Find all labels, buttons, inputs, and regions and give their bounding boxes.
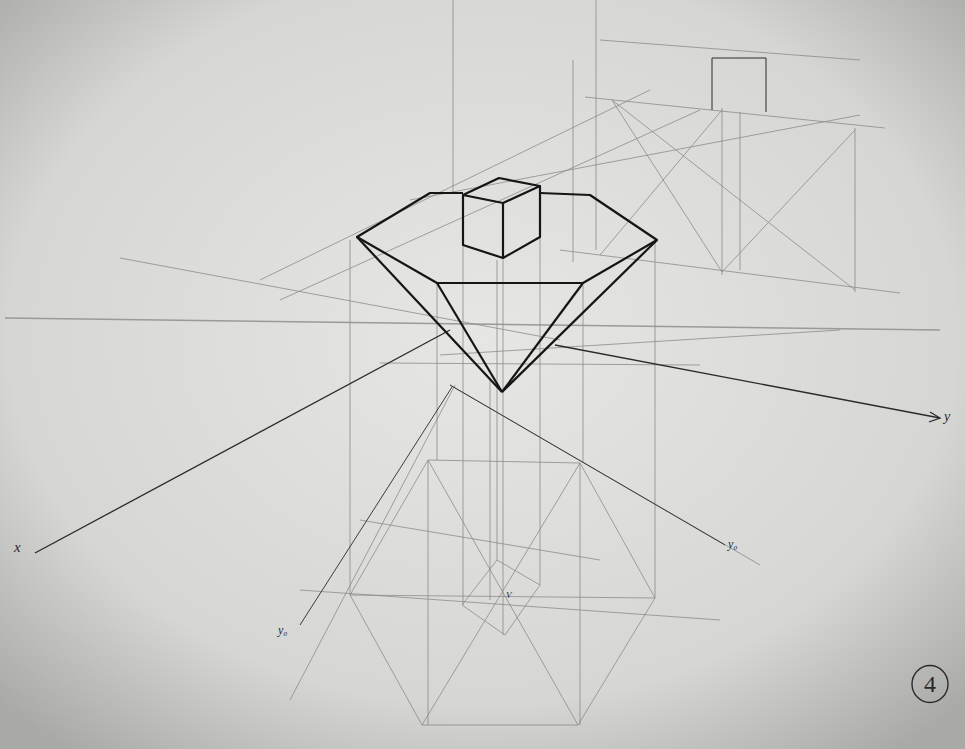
axis-label: y₀ [278, 624, 288, 636]
axis-label: x [14, 540, 21, 555]
solid-figure [357, 178, 657, 392]
construction-lines [5, 0, 940, 725]
axes [35, 58, 940, 625]
axis-label: y₀ [728, 538, 738, 550]
axis-label: y [944, 410, 950, 424]
circle-outline [912, 666, 948, 703]
vertex-label: V [506, 591, 512, 600]
sheet-number: 4 [924, 672, 936, 696]
sheet-number-circle: 4 [910, 664, 950, 704]
